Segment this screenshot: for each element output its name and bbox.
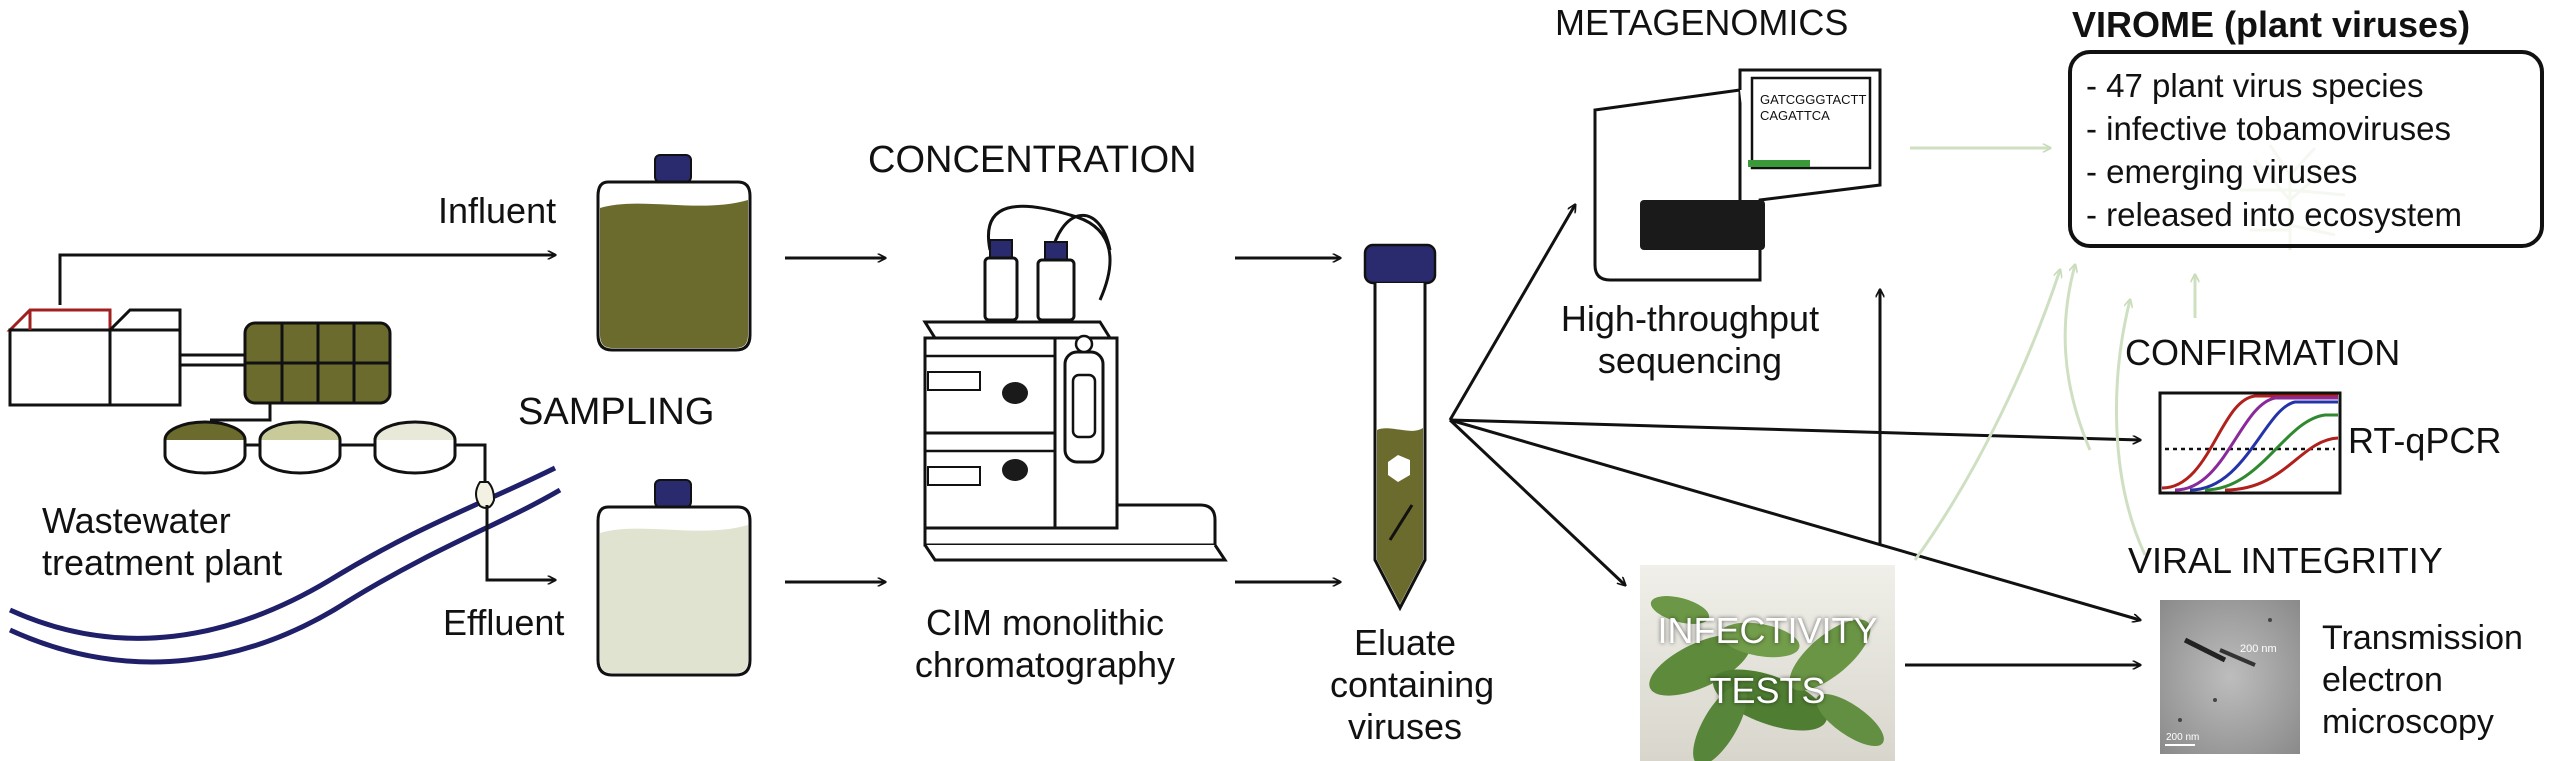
virome-item: - 47 plant virus species xyxy=(2086,67,2424,104)
arrow-eluate-to-tem xyxy=(1449,418,2140,620)
influent-label: Influent xyxy=(438,190,557,231)
infectivity-label-line1: INFECTIVITY xyxy=(1657,610,1878,651)
metagenomics-title: METAGENOMICS xyxy=(1555,2,1849,43)
hts-label-line1: High-throughput xyxy=(1560,298,1820,339)
tem-scale-label-2: 200 nm xyxy=(2166,732,2199,743)
tem-scale-label-1: 200 nm xyxy=(2240,643,2277,655)
virome-item: - infective tobamoviruses xyxy=(2086,110,2451,147)
green-arrow-integrity-to-virome xyxy=(2115,300,2147,556)
eluate-label-line1: Eluate xyxy=(1353,622,1457,663)
tem-micrograph xyxy=(2160,600,2300,754)
virome-title: VIROME (plant viruses) xyxy=(2072,4,2471,45)
infectivity-photo xyxy=(1640,565,1895,761)
eluate-label-line2: containing xyxy=(1330,664,1495,705)
rtqpcr-label: RT-qPCR xyxy=(2348,420,2502,461)
eluate-tube xyxy=(1363,243,1437,612)
arrow-eluate-to-infectivity xyxy=(1448,418,1625,585)
hts-label-line2: sequencing xyxy=(1597,340,1783,381)
virome-item: - released into ecosystem xyxy=(2086,196,2463,233)
infectivity-label-line2: TESTS xyxy=(1709,670,1826,711)
sampling-title: SAMPLING xyxy=(518,391,715,433)
effluent-label: Effluent xyxy=(443,602,565,643)
influent-bottle xyxy=(596,154,752,352)
influent-arrow xyxy=(58,255,555,305)
sequencer-screen-line1: GATCGGGTACTT xyxy=(1760,92,1866,107)
tem-label-line2: electron xyxy=(2322,661,2443,699)
eluate-label-line3: viruses xyxy=(1347,706,1463,747)
cim-label-line2: chromatography xyxy=(914,644,1176,685)
virome-item: - emerging viruses xyxy=(2086,153,2358,190)
viral-integrity-title: VIRAL INTEGRITIY xyxy=(2128,540,2443,581)
green-arrow-infectivity-to-virome xyxy=(1913,270,2060,561)
wastewater-plant-illustration xyxy=(6,308,562,665)
confirmation-title: CONFIRMATION xyxy=(2125,332,2401,373)
sequencer-illustration xyxy=(1593,68,1882,282)
tem-label-line1: Transmission xyxy=(2322,619,2523,657)
rtqpcr-plot xyxy=(2158,391,2342,495)
green-arrow-rtqpcr-to-virome xyxy=(2063,265,2092,451)
sequencer-screen-line2: CAGATTCA xyxy=(1760,108,1830,123)
arrow-eluate-to-metagenomics xyxy=(1448,205,1575,421)
effluent-arrow xyxy=(485,505,555,580)
concentration-title: CONCENTRATION xyxy=(868,139,1197,181)
wwtp-label-line2: treatment plant xyxy=(42,542,283,583)
tem-label-line3: microscopy xyxy=(2322,703,2494,741)
cim-label-line1: CIM monolithic xyxy=(925,602,1165,643)
virome-summary-box: - 47 plant virus species - infective tob… xyxy=(2068,50,2544,248)
wwtp-label-line1: Wastewater xyxy=(42,500,231,541)
chromatography-system xyxy=(922,204,1228,562)
arrow-eluate-to-rtqpcr xyxy=(1449,418,2140,440)
effluent-bottle xyxy=(596,479,752,677)
